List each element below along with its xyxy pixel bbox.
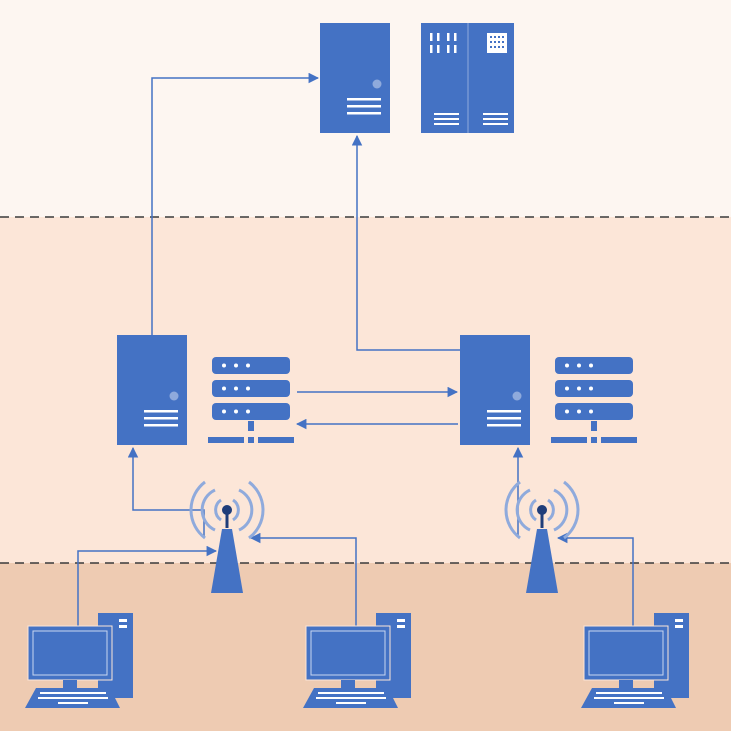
connector	[151, 72, 320, 335]
server-cabinet-icon	[421, 23, 514, 133]
connector	[77, 545, 218, 640]
server-tower-icon	[117, 335, 187, 445]
desktop-computer-icon	[580, 612, 690, 709]
desktop-computer-icon	[24, 612, 134, 709]
desktop-computer-icon	[302, 612, 412, 709]
connector	[249, 532, 357, 640]
connector	[556, 532, 634, 640]
connector	[351, 134, 460, 351]
server-tower-icon	[320, 23, 390, 133]
server-tower-icon	[460, 335, 530, 445]
connector	[127, 446, 205, 538]
